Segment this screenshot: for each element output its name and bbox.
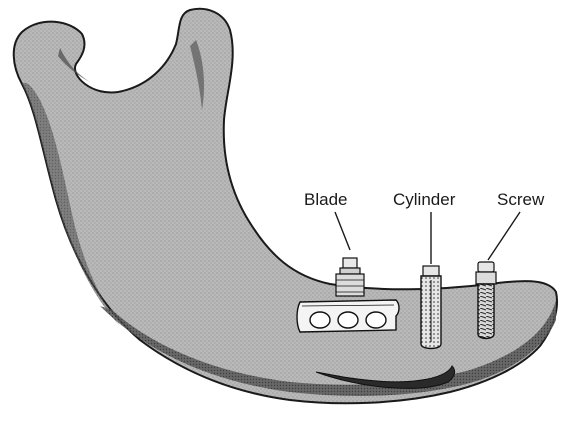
screw-implant xyxy=(476,262,496,339)
blade-abutment-band xyxy=(340,268,360,274)
cylinder-cap xyxy=(423,266,439,276)
blade-vent-1 xyxy=(310,312,330,328)
mandible xyxy=(14,9,557,403)
blade-vent-2 xyxy=(338,312,358,328)
cylinder-implant xyxy=(421,266,441,349)
screw-head xyxy=(478,262,494,272)
blade-vent-3 xyxy=(366,312,386,328)
blade-abutment-top xyxy=(343,258,357,268)
leader-screw xyxy=(488,212,520,260)
label-cylinder: Cylinder xyxy=(393,190,456,209)
blade-abutment-neck xyxy=(336,274,364,296)
label-blade: Blade xyxy=(304,190,347,209)
leader-blade xyxy=(335,212,350,250)
screw-shaft xyxy=(478,284,494,339)
mandible-outline xyxy=(14,9,557,403)
label-screw: Screw xyxy=(497,190,545,209)
screw-neck xyxy=(476,272,496,284)
callouts: Blade Cylinder Screw xyxy=(304,190,545,264)
